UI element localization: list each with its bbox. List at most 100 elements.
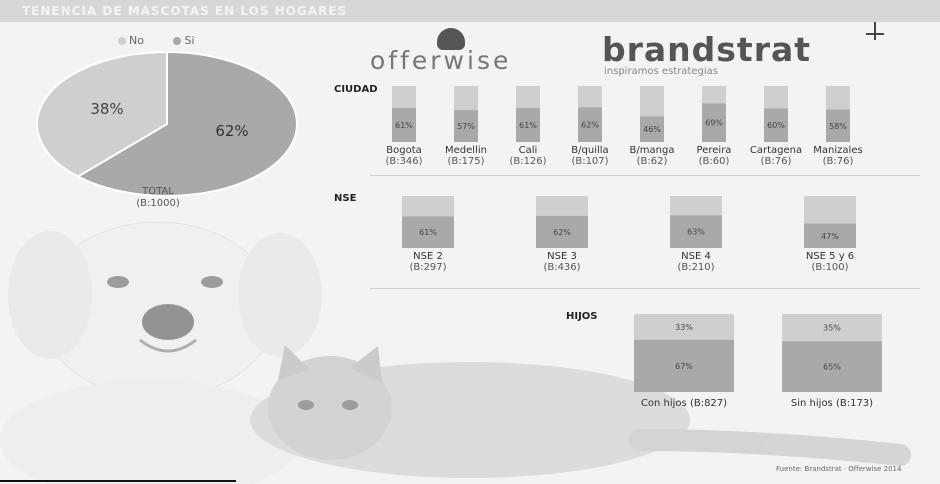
hijos-category-name-0: Con hijos (B:827)	[640, 398, 728, 409]
ciudad-category-name-4: B/manga	[629, 145, 675, 156]
ciudad-category-label-2: Cali(B:126)	[493, 145, 563, 167]
ciudad-bar-no-7	[826, 86, 850, 110]
nse-value-label-si-2: 63%	[687, 228, 705, 237]
ciudad-value-label-si-5: 69%	[705, 119, 723, 128]
pie-total-title: TOTAL	[142, 186, 174, 197]
ciudad-bar-no-6	[764, 86, 788, 109]
nse-bar-no-1	[536, 196, 588, 216]
pie-legend: No Si	[118, 34, 221, 47]
hijos-bar-no-0	[634, 314, 734, 340]
ciudad-category-name-2: Cali	[518, 145, 538, 156]
section-label-hijos: HIJOS	[566, 311, 598, 322]
nse-category-base-0: (B:297)	[409, 262, 447, 273]
hijos-value-label-no-0: 33%	[675, 323, 693, 332]
ciudad-bar-chart: 61%57%61%62%46%69%60%58%	[392, 86, 850, 142]
cat-head	[268, 356, 392, 460]
legend-swatch-no	[118, 37, 126, 45]
nse-bar-no-3	[804, 196, 856, 224]
dog-nose-icon	[142, 304, 194, 340]
ciudad-category-label-5: Pereira(B:60)	[679, 145, 749, 167]
nse-bar-chart: 61%62%63%47%	[402, 196, 856, 248]
ciudad-bar-si-4	[640, 116, 664, 142]
footer-note: Fuente: Brandstrat · Offerwise 2014	[776, 465, 902, 473]
brandstrat-plus-icon	[866, 22, 884, 40]
hijos-bar-no-1	[782, 314, 882, 342]
pie-label-si: 62%	[215, 122, 248, 140]
nse-category-label-3: NSE 5 y 6(B:100)	[785, 251, 875, 273]
ciudad-category-base-6: (B:76)	[760, 156, 792, 167]
ciudad-value-label-si-4: 46%	[643, 125, 661, 134]
brandstrat-logo: brandstrat	[602, 30, 812, 69]
bottom-rule	[0, 480, 236, 482]
ciudad-bar-si-0	[392, 107, 416, 142]
ciudad-bar-si-2	[516, 107, 540, 142]
legend-label-no: No	[129, 34, 144, 47]
ciudad-category-name-0: Bogota	[386, 145, 422, 156]
dog-eye-left-icon	[107, 276, 129, 288]
ciudad-category-label-4: B/manga(B:62)	[617, 145, 687, 167]
section-label-nse: NSE	[334, 193, 357, 204]
pie-label-no: 38%	[90, 100, 123, 118]
ciudad-bar-si-6	[764, 108, 788, 142]
ciudad-bar-no-5	[702, 86, 726, 104]
nse-bar-no-0	[402, 196, 454, 217]
ciudad-category-label-3: B/quilla(B:107)	[555, 145, 625, 167]
cat-ear-left-icon	[278, 345, 310, 380]
pie-slice-no	[36, 50, 168, 178]
ciudad-category-name-7: Manizales	[813, 145, 863, 156]
nse-value-label-si-3: 47%	[821, 232, 839, 241]
nse-category-base-1: (B:436)	[543, 262, 581, 273]
ciudad-bar-si-7	[826, 109, 850, 142]
brandstrat-tagline: inspiramos estrategias	[604, 66, 718, 77]
dog-ear-left-icon	[8, 231, 92, 359]
pie-slice-si	[75, 50, 298, 197]
ciudad-value-label-si-0: 61%	[395, 121, 413, 130]
hijos-bar-si-1	[782, 341, 882, 392]
ciudad-category-base-3: (B:107)	[571, 156, 609, 167]
ciudad-bar-si-5	[702, 103, 726, 142]
pie-chart: 62% 38%	[36, 50, 298, 197]
dog-ear-right-icon	[238, 233, 322, 357]
nse-category-name-1: NSE 3	[547, 251, 577, 262]
ciudad-bar-no-4	[640, 86, 664, 117]
ciudad-category-label-6: Cartagena(B:76)	[741, 145, 811, 167]
ciudad-value-label-si-3: 62%	[581, 121, 599, 130]
ciudad-category-name-5: Pereira	[696, 145, 732, 156]
pie-total-label: TOTAL (B:1000)	[88, 186, 228, 210]
cat-tail	[629, 429, 911, 466]
offerwise-logo: offerwise	[370, 46, 512, 75]
nse-bar-si-1	[536, 215, 588, 248]
nse-bar-si-0	[402, 216, 454, 248]
nse-category-base-3: (B:100)	[811, 262, 849, 273]
nse-category-label-0: NSE 2(B:297)	[383, 251, 473, 273]
nse-value-label-si-1: 62%	[553, 228, 571, 237]
legend-swatch-si	[173, 37, 182, 45]
separator-nse	[370, 288, 920, 289]
legend-item-no: No	[118, 34, 144, 47]
ciudad-category-base-1: (B:175)	[447, 156, 485, 167]
ciudad-value-label-si-6: 60%	[767, 121, 785, 130]
nse-category-label-1: NSE 3(B:436)	[517, 251, 607, 273]
offerwise-mark-icon	[437, 28, 465, 50]
ciudad-category-label-1: Medellin(B:175)	[431, 145, 501, 167]
legend-item-si: Si	[173, 34, 195, 47]
ciudad-category-base-2: (B:126)	[509, 156, 547, 167]
hijos-value-label-si-0: 67%	[675, 362, 693, 371]
cat-eye-left-icon	[298, 400, 314, 410]
ciudad-value-label-si-1: 57%	[457, 122, 475, 131]
ciudad-category-name-6: Cartagena	[749, 145, 803, 156]
pie-total-base: (B:1000)	[136, 198, 180, 209]
hijos-category-label-1: Sin hijos (B:173)	[762, 398, 902, 409]
hijos-bar-chart: 67%33%65%35%	[634, 314, 882, 392]
hijos-category-label-0: Con hijos (B:827)	[614, 398, 754, 409]
nse-bar-si-2	[670, 215, 722, 248]
nse-category-name-2: NSE 4	[681, 251, 711, 262]
ciudad-bar-no-2	[516, 86, 540, 108]
legend-label-si: Si	[184, 34, 195, 47]
dog-mouth-icon	[139, 338, 197, 353]
nse-category-label-2: NSE 4(B:210)	[651, 251, 741, 273]
ciudad-category-name-3: B/quilla	[571, 145, 609, 156]
ciudad-category-base-4: (B:62)	[636, 156, 668, 167]
ciudad-category-label-0: Bogota(B:346)	[369, 145, 439, 167]
